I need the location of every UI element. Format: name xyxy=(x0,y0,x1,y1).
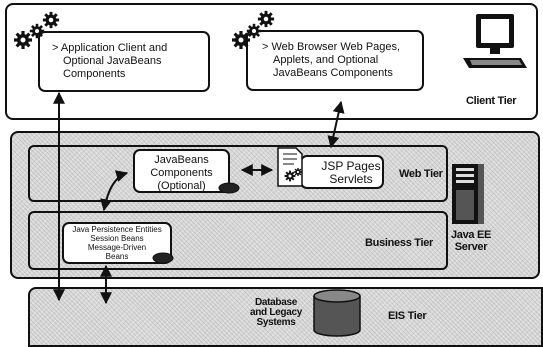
jsp-line1: JSP Pages xyxy=(321,159,381,173)
ejb-line3: Message-Driven xyxy=(87,243,147,252)
gear-icon xyxy=(14,11,60,49)
server-line2: Server xyxy=(454,241,488,253)
app-client-line1: > Application Client and xyxy=(52,42,168,54)
monitor-icon xyxy=(463,14,527,68)
database-line1: Database xyxy=(254,297,298,308)
mouse-icon xyxy=(218,182,240,194)
web-browser-line3: JavaBeans Components xyxy=(273,67,393,79)
web-browser-line2: Applets, and Optional xyxy=(273,54,379,66)
web-tier-label: Web Tier xyxy=(399,168,443,180)
ejb-line1: Java Persistence Entities xyxy=(72,225,162,234)
web-browser-box: > Web Browser Web Pages, Applets, and Op… xyxy=(246,30,424,91)
database-label: Database and Legacy Systems xyxy=(243,298,309,328)
ejb-line2: Session Beans xyxy=(90,234,144,243)
document-icon xyxy=(277,147,303,187)
server-line1: Java EE xyxy=(450,229,492,241)
browser-to-jsp-arrow xyxy=(327,100,345,149)
jsp-line2: Servlets xyxy=(329,172,373,186)
client-tier-label: Client Tier xyxy=(466,95,517,107)
database-icon xyxy=(313,289,361,337)
mouse-icon xyxy=(152,252,174,264)
app-client-line2: Optional JavaBeans xyxy=(63,55,162,67)
gear-icon xyxy=(232,10,275,49)
jsp-servlets-box: JSP Pages Servlets xyxy=(300,155,384,189)
java-ee-server-label: Java EE Server xyxy=(448,229,494,253)
app-client-line3: Components xyxy=(63,68,126,80)
javabeans-to-ejb-arrow xyxy=(100,170,129,212)
eis-tier-label: EIS Tier xyxy=(388,310,427,322)
javabeans-line1: JavaBeans xyxy=(154,154,209,166)
javabeans-line3: (Optional) xyxy=(157,180,206,192)
database-line3: Systems xyxy=(256,317,296,328)
javabeans-line2: Components xyxy=(150,167,213,179)
application-client-box: > Application Client and Optional JavaBe… xyxy=(38,31,210,92)
ejb-line4: Beans xyxy=(105,252,129,261)
eis-tier xyxy=(28,287,543,347)
server-icon xyxy=(452,164,484,224)
business-tier-label: Business Tier xyxy=(365,237,434,249)
database-line2: and Legacy xyxy=(249,307,303,318)
web-browser-line1: > Web Browser Web Pages, xyxy=(262,41,401,53)
javabeans-components-box: JavaBeans Components (Optional) xyxy=(133,149,230,193)
